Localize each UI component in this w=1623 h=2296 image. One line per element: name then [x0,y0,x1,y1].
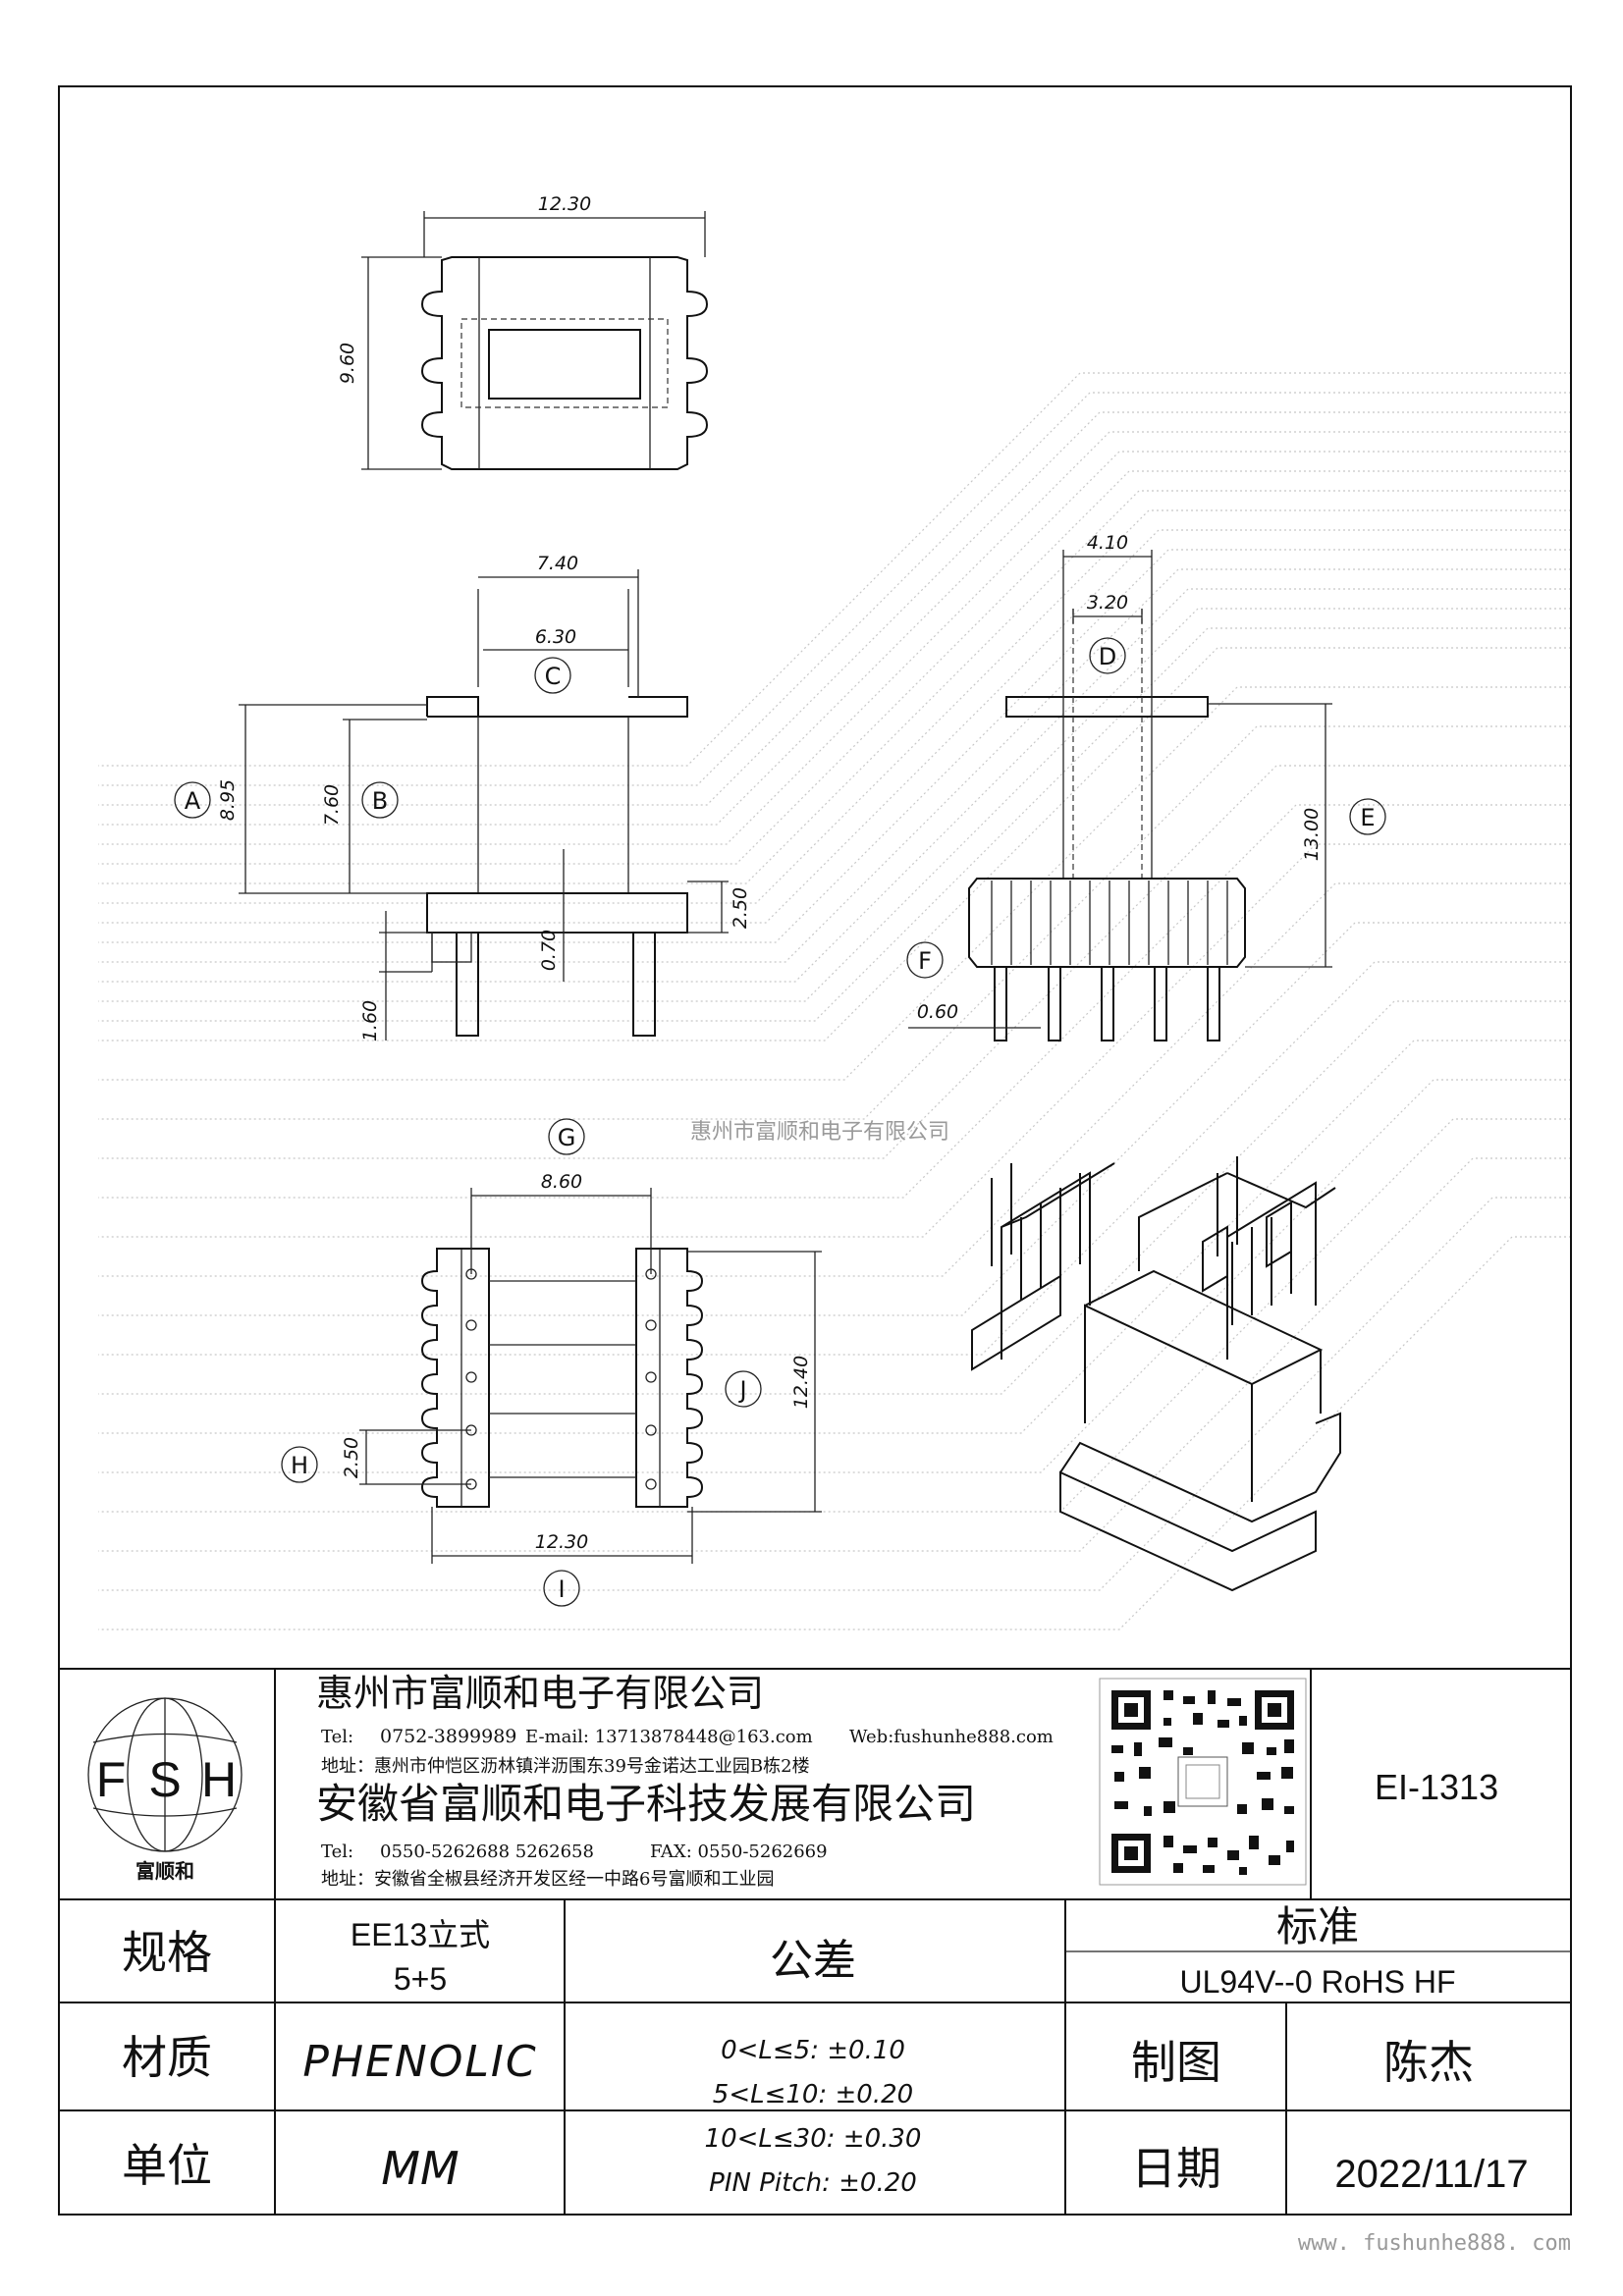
address-1: 地址：惠州市仲恺区沥林镇泮沥围东39号金诺达工业园B栋2楼 [321,1756,810,1777]
front-view: 7.40 6.30 C 8.95 A 7.60 B 2.50 0.70 1.60 [174,553,751,1041]
label-e: E [1360,804,1375,831]
tel-label-1: Tel: [321,1727,353,1747]
date-label: 日期 [1131,2142,1221,2195]
logo-letter-f: F [96,1752,127,1807]
email-1: E-mail: 13713878448@163.com [525,1727,813,1747]
title-block: F S H 富顺和 惠州市富顺和电子有限公司 Tel: 0752-3899989… [59,1668,1571,2215]
part-number: EI-1313 [1375,1767,1498,1807]
date-value: 2022/11/17 [1334,2153,1528,2196]
label-c: C [545,663,562,690]
label-d: D [1099,643,1116,670]
unit-value: MM [381,2142,459,2195]
label-g: G [558,1124,576,1151]
side-view: 4.10 3.20 D 13.00 E F 0.60 [906,532,1386,1041]
top-view: 12.30 9.60 [337,193,709,470]
spec-value-2: 5+5 [394,1961,447,1997]
tolerance-line-4: PIN Pitch: ±0.20 [709,2168,917,2198]
dim-a: 8.95 [217,779,239,821]
fax-2: FAX: 0550-5262669 [650,1842,828,1862]
material-label: 材质 [122,2031,212,2084]
qr-code [1099,1678,1307,1886]
tolerance-line-1: 0<L≤5: ±0.10 [721,2036,905,2065]
watermark: 惠州市富顺和电子有限公司 [690,1120,949,1145]
dim-bottom-width: 12.30 [535,1531,588,1553]
label-b: B [372,787,388,815]
bottom-view: G 8.60 12.40 J 2.50 H 12.30 I [281,1118,822,1607]
logo-name: 富顺和 [135,1859,194,1883]
tolerance-line-2: 5<L≤10: ±0.20 [713,2080,913,2109]
standard-value: UL94V--0 RoHS HF [1180,1964,1456,2000]
dim-e: 13.00 [1301,808,1323,861]
address-2: 地址：安徽省全椒县经济开发区经一中路6号富顺和工业园 [321,1869,774,1890]
dim-side-inner-width: 3.20 [1087,592,1128,614]
dim-front-pin: 1.60 [359,1000,381,1041]
dim-f: 0.60 [917,1001,958,1023]
dim-b: 7.60 [321,784,343,826]
drawn-label: 制图 [1131,2036,1221,2089]
company-name-2: 安徽省富顺和电子科技发展有限公司 [316,1780,976,1828]
dim-top-height: 9.60 [337,343,358,384]
isometric-view [971,1156,1341,1592]
dim-bottom-pitch: 2.50 [341,1437,362,1478]
label-h: H [291,1452,308,1479]
label-j: J [737,1376,746,1404]
spec-label: 规格 [122,1926,212,1979]
dim-front-inner-width: 6.30 [535,626,576,648]
footer-url: www. fushunhe888. com [1298,2231,1571,2256]
company-name-1: 惠州市富顺和电子有限公司 [316,1672,764,1715]
tolerance-line-3: 10<L≤30: ±0.30 [705,2124,922,2154]
tel-2: 0550-5262688 5262658 [380,1842,594,1862]
label-f: F [918,947,932,975]
logo-letter-h: H [201,1752,237,1807]
background-trace-lines [98,372,1571,1630]
dim-bottom-span: 8.60 [541,1171,582,1193]
dim-side-outer-width: 4.10 [1087,532,1128,554]
label-i: I [558,1575,565,1603]
dim-front-gap: 0.70 [538,930,560,971]
dim-front-base: 2.50 [730,887,751,929]
dim-front-outer-width: 7.40 [537,553,578,574]
dim-top-width: 12.30 [538,193,591,215]
web-1: Web:fushunhe888.com [849,1727,1054,1747]
drawn-value: 陈杰 [1383,2036,1474,2089]
tel-1: 0752-3899989 [380,1726,516,1747]
fsh-logo: F S H 富顺和 [87,1697,243,1883]
logo-letter-s: S [148,1752,181,1807]
tolerance-label: 公差 [770,1936,856,1986]
standard-label: 标准 [1276,1902,1359,1950]
unit-label: 单位 [122,2139,212,2192]
tel-label-2: Tel: [321,1842,353,1862]
label-a: A [185,787,201,815]
dim-bottom-height: 12.40 [790,1356,812,1409]
sheet-border [58,85,1572,2216]
material-value: PHENOLIC [302,2037,537,2087]
spec-value-1: EE13立式 [351,1917,490,1952]
